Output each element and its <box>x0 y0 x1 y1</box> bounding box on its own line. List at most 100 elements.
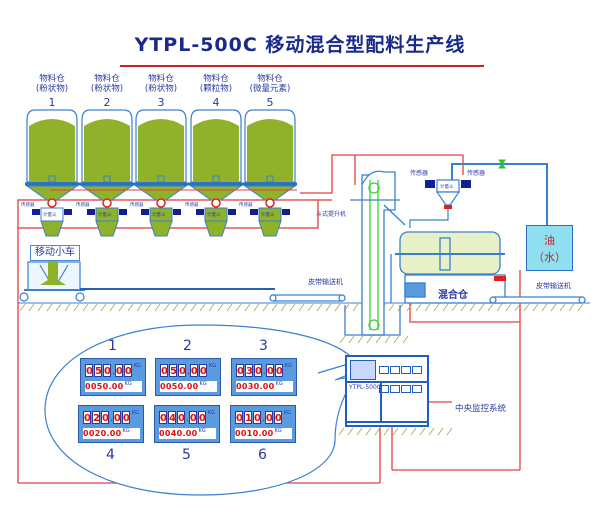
ground-hatch <box>190 303 197 312</box>
actual-value: 0050.00 <box>160 382 199 391</box>
ground-hatch <box>91 303 98 312</box>
ground-hatch <box>469 303 476 312</box>
unit-label: KG <box>275 381 283 387</box>
ground-hatch <box>82 303 89 312</box>
setpoint-digit: 2 <box>92 411 100 424</box>
ground-hatch <box>428 427 435 436</box>
sensor-icon <box>87 209 95 215</box>
mobile-cart <box>19 250 275 302</box>
setpoint-digit: 0 <box>236 364 244 377</box>
valve-icon <box>102 198 112 208</box>
display-number-6: 6 <box>258 447 267 463</box>
control-button[interactable] <box>401 366 411 374</box>
oil-water-tank: 油 （水） <box>526 225 573 271</box>
setpoint-digit: 0 <box>83 411 91 424</box>
right-belt-conveyor-label: 皮带输送机 <box>536 282 571 290</box>
setpoint-digit: 0 <box>235 411 243 424</box>
weigh-hopper-2 <box>87 207 127 237</box>
setpoint-digit: 0 <box>197 411 206 424</box>
decimal-point: . <box>263 367 266 377</box>
setpoint-digit: 0 <box>273 411 282 424</box>
silo-type: (粉状物) <box>35 84 69 94</box>
silo-type: (粉状物) <box>144 84 178 94</box>
silo-5 <box>243 109 297 208</box>
weigh-hopper-5 <box>250 207 290 237</box>
display-number-2: 2 <box>183 338 192 354</box>
ground-hatch <box>28 303 35 312</box>
silo-1 <box>25 109 79 208</box>
ground-hatch <box>356 427 363 436</box>
silo-number-3: 3 <box>157 96 165 109</box>
ground-hatch <box>136 303 143 312</box>
setpoint-digit: 0 <box>121 411 130 424</box>
weigh-hopper-label: 计量斗 <box>207 213 221 218</box>
ground-hatch <box>55 303 62 312</box>
control-system-label: 中央监控系统 <box>455 404 507 414</box>
ground-hatch <box>307 303 314 312</box>
setpoint-digit: 0 <box>101 411 109 424</box>
unit-label: KG <box>283 410 292 416</box>
top-hopper <box>409 179 471 228</box>
ground-hatch <box>402 335 409 344</box>
ground-hatch <box>496 303 503 312</box>
ground-hatch <box>118 303 125 312</box>
ground-hatch <box>46 303 53 312</box>
ground-hatch <box>338 427 345 436</box>
sensor-icon <box>141 209 149 215</box>
central-control-cabinet: YTPL-500C <box>345 355 429 427</box>
setpoint-digit: 0 <box>265 364 274 377</box>
ground-hatch <box>19 303 26 312</box>
silo-number-5: 5 <box>266 96 274 109</box>
ground-hatch <box>406 303 413 312</box>
control-button[interactable] <box>412 366 422 374</box>
sensor-icon <box>64 209 72 215</box>
ground-hatch <box>393 335 400 344</box>
bucket-elevator <box>344 170 406 336</box>
control-screen <box>350 360 376 380</box>
ground-hatch <box>392 427 399 436</box>
setpoint-digit: 3 <box>245 364 253 377</box>
setpoint-digit: 5 <box>169 364 177 377</box>
ground-hatch <box>298 303 305 312</box>
control-button[interactable] <box>379 366 389 374</box>
ground-hatch <box>289 303 296 312</box>
sensor-icon <box>196 209 204 215</box>
ground-hatch <box>419 427 426 436</box>
control-button[interactable] <box>412 385 422 393</box>
weigh-hopper-label: 计量斗 <box>261 213 275 218</box>
setpoint-digit: 0 <box>177 411 185 424</box>
weigh-hopper-1 <box>32 207 72 237</box>
control-button[interactable] <box>390 385 400 393</box>
ground-hatch <box>383 427 390 436</box>
ground-hatch <box>226 303 233 312</box>
control-button[interactable] <box>401 385 411 393</box>
sensor-icon <box>282 209 290 215</box>
mobile-cart-label: 移动小车 <box>30 245 80 261</box>
silo-type: (粉状物) <box>90 84 124 94</box>
sensor-icon <box>32 209 40 215</box>
ground-hatch <box>357 335 364 344</box>
ground-hatch <box>550 303 557 312</box>
setpoint-digit: 0 <box>123 364 132 377</box>
top-sensor-right-label: 传感器 <box>467 170 486 177</box>
ground-hatch <box>460 303 467 312</box>
silo-name: 物料仓 <box>257 74 283 84</box>
setpoint-digit: 0 <box>114 364 123 377</box>
silo-name: 物料仓 <box>39 74 65 84</box>
ground-hatch <box>181 303 188 312</box>
ground-hatch <box>253 303 260 312</box>
sensor-icon <box>228 209 236 215</box>
sensor-label: 传感器 <box>185 203 199 208</box>
actual-value: 0050.00 <box>85 382 124 391</box>
sensor-label: 传感器 <box>76 203 90 208</box>
control-button[interactable] <box>390 366 400 374</box>
control-button[interactable] <box>379 385 389 393</box>
ground-hatch <box>64 303 71 312</box>
decimal-point: . <box>110 414 113 424</box>
ground-hatch <box>271 303 278 312</box>
unit-label: KG <box>199 381 207 387</box>
ground-hatch <box>352 303 359 312</box>
sensor-icon <box>250 209 258 215</box>
